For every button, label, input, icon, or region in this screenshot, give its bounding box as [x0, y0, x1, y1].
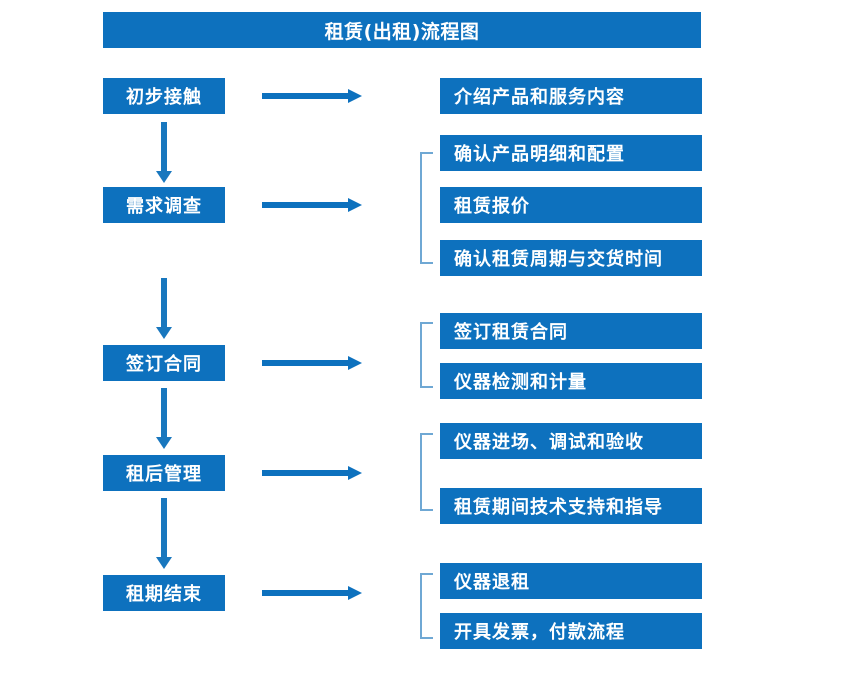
right-arrow-icon-3	[262, 353, 362, 373]
group-bracket-2	[420, 152, 433, 264]
detail-box-8[interactable]: 租赁期间技术支持和指导	[440, 488, 702, 524]
down-arrow-icon-1	[154, 122, 174, 184]
detail-box-10[interactable]: 开具发票，付款流程	[440, 613, 702, 649]
down-arrow-icon-2	[154, 278, 174, 340]
detail-box-3[interactable]: 租赁报价	[440, 187, 702, 223]
stage-box-3[interactable]: 签订合同	[103, 345, 225, 381]
detail-box-7[interactable]: 仪器进场、调试和验收	[440, 423, 702, 459]
group-bracket-4	[420, 433, 433, 511]
right-arrow-icon-5	[262, 583, 362, 603]
detail-box-1[interactable]: 介绍产品和服务内容	[440, 78, 702, 114]
right-arrow-icon-2	[262, 195, 362, 215]
group-bracket-3	[420, 322, 433, 388]
page-title: 租赁(出租)流程图	[103, 12, 701, 48]
detail-box-9[interactable]: 仪器退租	[440, 563, 702, 599]
stage-box-4[interactable]: 租后管理	[103, 455, 225, 491]
stage-box-1[interactable]: 初步接触	[103, 78, 225, 114]
detail-box-5[interactable]: 签订租赁合同	[440, 313, 702, 349]
detail-box-4[interactable]: 确认租赁周期与交货时间	[440, 240, 702, 276]
detail-box-6[interactable]: 仪器检测和计量	[440, 363, 702, 399]
stage-box-2[interactable]: 需求调查	[103, 187, 225, 223]
detail-box-2[interactable]: 确认产品明细和配置	[440, 135, 702, 171]
stage-box-5[interactable]: 租期结束	[103, 575, 225, 611]
down-arrow-icon-3	[154, 388, 174, 450]
right-arrow-icon-1	[262, 86, 362, 106]
right-arrow-icon-4	[262, 463, 362, 483]
down-arrow-icon-4	[154, 498, 174, 570]
group-bracket-5	[420, 573, 433, 639]
